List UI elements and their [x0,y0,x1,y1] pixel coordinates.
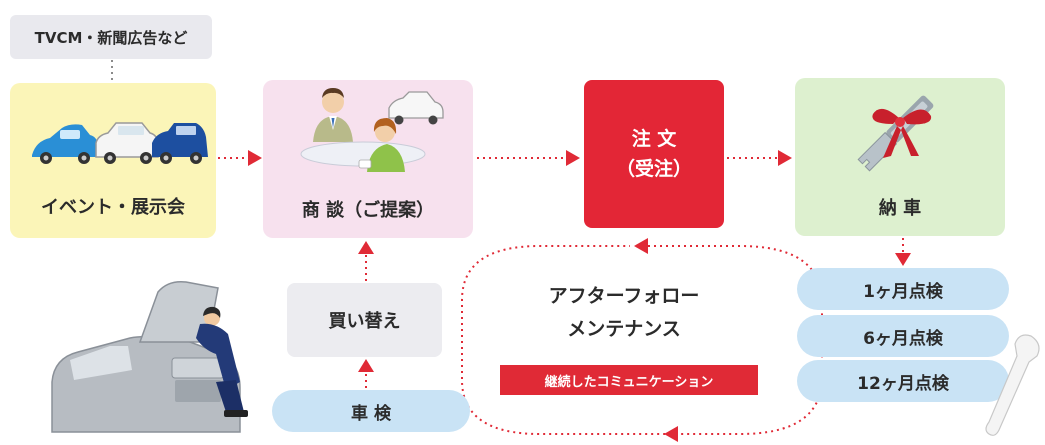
order-box: 注 文 （受注） [584,80,724,228]
negotiation-label: 商 談（ご提案） [301,200,435,221]
ribbon-icon [872,108,932,158]
vehicle-inspection-label: 車 検 [351,403,391,424]
event-label: イベント・展示会 [41,197,185,218]
inspection-1-month: 1ヶ月点検 [797,268,1009,310]
loop-arrowhead-top [634,238,648,254]
inspection-label: 1ヶ月点検 [863,281,943,302]
source-box: TVCM・新聞広告など [10,15,212,59]
open-hood-icon [138,280,219,343]
white-car-icon [95,122,159,164]
navy-car-icon [152,123,208,164]
arrow-shaken-to-replacement [358,359,374,388]
negotiation-illustration [300,88,444,172]
inspection-label: 6ヶ月点検 [863,328,943,349]
order-label-line1: 注 文 [631,127,677,150]
vehicle-inspection-box: 車 検 [272,390,470,432]
replacement-label: 買い替え [328,311,401,332]
arrow-event-to-negotiation [218,150,262,166]
replacement-box: 買い替え [287,283,442,357]
key-icon [857,95,934,172]
inspection-label: 12ヶ月点検 [857,373,949,394]
negotiation-box: 商 談（ご提案） [263,80,473,238]
arrow-replacement-to-negotiation [358,241,374,281]
delivery-label: 納 車 [878,198,922,219]
inspection-12-month: 12ヶ月点検 [797,360,1009,402]
wrench-icon [985,334,1040,436]
aftercare-title: アフターフォロー メンテナンス [512,280,736,347]
arrow-order-to-delivery [727,150,792,166]
customer-icon [358,118,405,172]
loop-arrowhead-bottom [664,426,678,442]
salesman-icon [313,88,353,142]
communication-banner: 継続したコミュニケーション [500,365,758,395]
delivery-box: 納 車 [795,78,1005,236]
arrow-negotiation-to-order [477,150,580,166]
arrow-delivery-to-inspection [895,238,911,266]
event-box: イベント・展示会 [10,83,216,238]
small-car-icon [388,91,444,125]
mechanic-car-illustration [51,280,248,433]
source-label: TVCM・新聞広告など [34,28,188,47]
cars-illustration [32,122,208,164]
mechanic-icon [196,306,248,417]
aftercare-title-line1: アフターフォロー [548,285,700,307]
inspection-6-month: 6ヶ月点検 [797,315,1009,357]
car-body-icon [51,335,241,433]
order-label-line2: （受注） [615,158,692,180]
aftercare-title-line2: メンテナンス [567,318,681,341]
blue-car-icon [32,124,98,164]
